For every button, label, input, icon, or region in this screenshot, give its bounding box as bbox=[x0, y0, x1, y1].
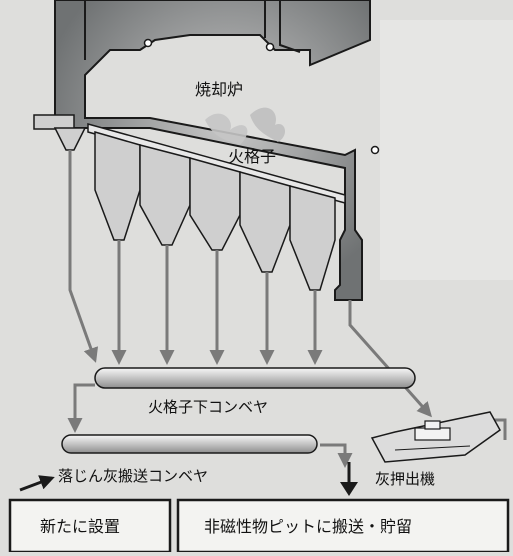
furnace bbox=[54, 0, 371, 301]
furnace-label: 焼却炉 bbox=[195, 80, 243, 99]
fallen-ash-conveyor-label: 落じん灰搬送コンベヤ bbox=[58, 467, 208, 485]
newly-installed-box bbox=[8, 498, 172, 554]
nonmagnetic-pit-box bbox=[176, 498, 510, 554]
newly-installed-label: 新たに設置 bbox=[40, 517, 120, 536]
grate-label: 火格子 bbox=[228, 147, 276, 166]
grate-conveyor-label: 火格子下コンベヤ bbox=[148, 398, 268, 416]
grate-hoppers bbox=[94, 131, 336, 291]
fallen-ash-conveyor bbox=[61, 434, 318, 454]
grate-under-conveyor bbox=[94, 367, 416, 389]
nonmagnetic-pit-label: 非磁性物ピットに搬送・貯留 bbox=[204, 517, 412, 536]
ash-pusher bbox=[370, 411, 501, 463]
ash-pusher-label: 灰押出機 bbox=[375, 470, 435, 488]
transfer-arrow bbox=[340, 462, 358, 496]
drop-arrows bbox=[67, 150, 507, 468]
